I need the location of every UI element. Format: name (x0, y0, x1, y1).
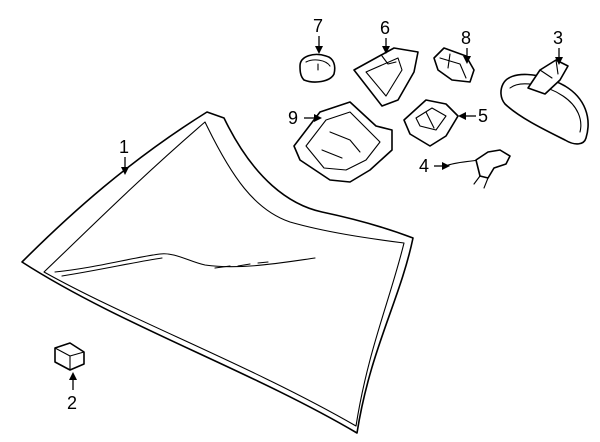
windshield (21, 111, 414, 434)
callout-9: 9 (288, 108, 298, 128)
callout-4: 4 (419, 156, 429, 176)
sensor-cap (299, 53, 336, 83)
callout-8: 8 (461, 28, 471, 48)
callout-1: 1 (119, 137, 129, 157)
callout-labels: 1 2 3 4 5 6 7 8 9 (67, 16, 563, 413)
callout-7: 7 (313, 16, 323, 36)
callout-3: 3 (553, 28, 563, 48)
callout-2: 2 (67, 393, 77, 413)
wiring-harness (445, 149, 511, 189)
console-housing (293, 101, 393, 183)
callout-6: 6 (380, 18, 390, 38)
leader-lines (69, 36, 563, 390)
clip-part (54, 342, 85, 371)
sensor-bracket (403, 99, 459, 147)
rearview-mirror (500, 59, 589, 145)
mirror-cover (353, 47, 419, 107)
connector (433, 47, 475, 83)
callout-5: 5 (478, 106, 488, 126)
